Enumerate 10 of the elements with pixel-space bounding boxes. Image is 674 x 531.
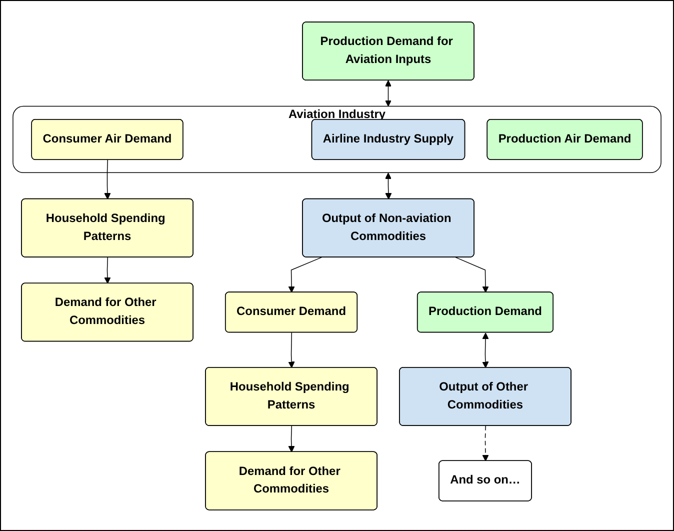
arrow [384,80,392,106]
arrow [455,256,489,292]
arrow [384,172,392,200]
arrow [288,256,322,292]
arrow [288,332,295,368]
arrow [104,159,111,200]
arrow [482,332,489,368]
arrow [288,425,295,452]
arrow [104,256,111,284]
arrow [482,425,489,461]
